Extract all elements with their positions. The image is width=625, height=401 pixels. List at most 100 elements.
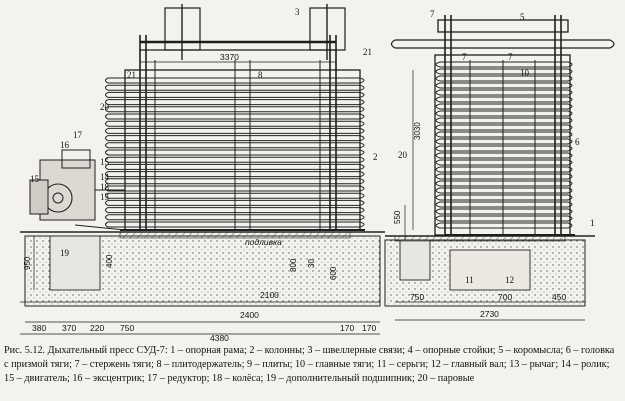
steam-plate: [105, 207, 365, 214]
dim-400: 400: [105, 254, 114, 268]
callout-6: 6: [575, 137, 580, 147]
steam-plate: [105, 214, 365, 221]
foundation-label: подливка: [245, 237, 282, 247]
callout-18: 18: [100, 182, 110, 192]
callout-11: 11: [465, 275, 474, 285]
steam-plate: [105, 199, 365, 206]
steam-plate: [105, 163, 365, 170]
steam-plate: [105, 192, 365, 199]
steam-plate: [435, 159, 573, 166]
dim-170b: 170: [362, 323, 376, 333]
callout-10: 10: [520, 68, 530, 78]
callout-1: 1: [590, 218, 595, 228]
steam-plate: [435, 208, 573, 215]
steam-plate: [435, 187, 573, 194]
dim-2100: 2100: [260, 290, 279, 300]
drive-assembly: [29, 149, 126, 231]
steam-plate: [435, 215, 573, 222]
steam-plate: [435, 173, 573, 180]
callout-15b: 15: [100, 157, 110, 167]
callout-21b: 21: [363, 47, 372, 57]
callout-3: 3: [295, 7, 300, 17]
steam-plate: [435, 103, 573, 110]
steam-plate: [435, 201, 573, 208]
steam-plate: [435, 96, 573, 103]
steam-plate: [105, 142, 365, 149]
steam-plate: [435, 222, 573, 229]
dim-2730: 2730: [480, 309, 499, 319]
callout-labels: 1 2 3 5 6 7 7 7 8 10 11 12 13 14 15 15 1…: [30, 7, 595, 285]
figure-caption: Рис. 5.12. Дыхательный пресс СУД-7: 1 – …: [4, 345, 615, 385]
callout-15: 15: [30, 174, 40, 184]
callout-2: 2: [373, 152, 378, 162]
callout-7c: 7: [508, 52, 513, 62]
dim-750-right: 750: [410, 292, 424, 302]
steam-plate: [435, 82, 573, 89]
left-view-frame: [120, 4, 365, 231]
steam-plate: [105, 149, 365, 156]
steam-plate: [105, 77, 365, 84]
foundation: [20, 231, 595, 307]
dim-4380: 4380: [210, 333, 229, 342]
right-view-steam-plates: [435, 61, 573, 229]
steam-plate: [105, 106, 365, 113]
dim-30: 30: [307, 259, 316, 268]
steam-plate: [105, 84, 365, 91]
steam-plate: [435, 75, 573, 82]
steam-plate: [435, 110, 573, 117]
callout-12: 12: [505, 275, 514, 285]
steam-plate: [105, 156, 365, 163]
dim-2400: 2400: [240, 310, 259, 320]
callout-21a: 21: [127, 70, 136, 80]
callout-20b: 20: [398, 150, 408, 160]
callout-13: 13: [100, 192, 110, 202]
steam-plate: [435, 68, 573, 75]
steam-plate: [435, 124, 573, 131]
dim-370: 370: [62, 323, 76, 333]
steam-plate: [105, 135, 365, 142]
steam-plate: [435, 145, 573, 152]
dim-170a: 170: [340, 323, 354, 333]
dim-950: 950: [23, 256, 32, 270]
callout-17: 17: [73, 130, 83, 140]
dim-800: 800: [289, 258, 298, 272]
callout-7b: 7: [462, 52, 467, 62]
steam-plate: [435, 166, 573, 173]
steam-plate: [435, 180, 573, 187]
steam-plate: [435, 117, 573, 124]
steam-plate: [435, 89, 573, 96]
steam-plate: [435, 131, 573, 138]
dim-3030: 3030: [413, 122, 422, 140]
dimension-lines: [20, 61, 585, 335]
callout-20a: 20: [100, 102, 110, 112]
callout-19: 19: [60, 248, 70, 258]
callout-14: 14: [100, 172, 110, 182]
dim-600: 600: [329, 266, 338, 280]
callout-8: 8: [258, 70, 263, 80]
steam-plate: [435, 194, 573, 201]
steam-plate: [105, 178, 365, 185]
callout-5: 5: [520, 12, 525, 22]
steam-plate: [105, 221, 365, 228]
dim-450: 450: [552, 292, 566, 302]
steam-plate: [105, 113, 365, 120]
press-technical-drawing: 1 2 3 5 6 7 7 7 8 10 11 12 13 14 15 15 1…: [20, 4, 615, 342]
steam-plate: [105, 185, 365, 192]
dim-380: 380: [32, 323, 46, 333]
dim-3370: 3370: [220, 52, 239, 62]
steam-plate: [105, 99, 365, 106]
steam-plate: [105, 120, 365, 127]
dim-750: 750: [120, 323, 134, 333]
dim-700: 700: [498, 292, 512, 302]
callout-7a: 7: [430, 9, 435, 19]
dim-550: 550: [393, 210, 402, 224]
steam-plate: [105, 91, 365, 98]
steam-plate: [435, 152, 573, 159]
steam-plate: [105, 171, 365, 178]
left-view-steam-plates: [105, 77, 365, 228]
steam-plate: [105, 127, 365, 134]
dimension-texts: 3370 3030 550 950 400 800 600 30 2100 24…: [23, 52, 566, 342]
dim-220: 220: [90, 323, 104, 333]
steam-plate: [435, 138, 573, 145]
steam-plate: [435, 61, 573, 68]
